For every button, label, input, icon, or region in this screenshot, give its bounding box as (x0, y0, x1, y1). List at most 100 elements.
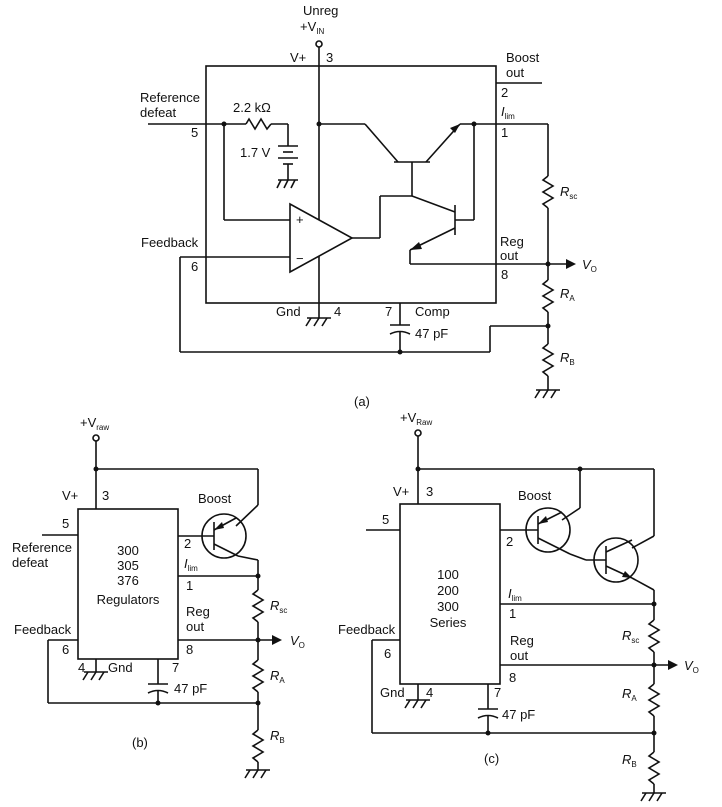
resistor-ra-c (647, 683, 661, 717)
pin5-b: 5 (62, 516, 69, 531)
cap-label-a: 47 pF (415, 326, 448, 341)
vin-terminal (315, 40, 323, 48)
pin5-a: 5 (191, 125, 198, 140)
ground-symbol-ref (276, 179, 298, 189)
vo-arrow-c (668, 660, 678, 670)
resistor-rb-a (541, 343, 555, 377)
ground-symbol-c (404, 699, 430, 709)
vplus-label-a: V+ (290, 50, 306, 65)
reg-out-label-1-a: Reg (500, 234, 524, 249)
rb-label-c: RB (622, 752, 637, 769)
rb-label-b: RB (270, 728, 285, 745)
ground-symbol-a (305, 317, 331, 327)
battery-1v7 (278, 145, 298, 165)
resistor-rsc-b (251, 589, 265, 623)
panel-a-circuit: + − (140, 3, 597, 409)
pin8-c: 8 (509, 670, 516, 685)
error-amplifier (289, 202, 354, 274)
boost-label-b: Boost (198, 491, 232, 506)
panel-c-chip-box (399, 503, 501, 685)
boost-label-c: Boost (518, 488, 552, 503)
rsc-label-a: Rsc (560, 184, 577, 201)
rsc-label-b: Rsc (270, 598, 287, 615)
caption-b: (b) (132, 735, 148, 750)
ground-symbol-rb-c (640, 792, 666, 802)
vplus-label-b: V+ (62, 488, 78, 503)
chip-b-line-4: Regulators (97, 592, 160, 607)
pin6-b: 6 (62, 642, 69, 657)
chip-c-line-2: 200 (437, 583, 459, 598)
vraw-label-b: +Vraw (80, 415, 109, 432)
ground-symbol-rb-b (244, 769, 270, 779)
chip-c-line-3: 300 (437, 599, 459, 614)
chip-c-line-4: Series (430, 615, 467, 630)
pin5-c: 5 (382, 512, 389, 527)
reg-out-label-2-b: out (186, 619, 204, 634)
cap-label-c: 47 pF (502, 707, 535, 722)
reference-label-1-b: Reference (12, 540, 72, 555)
pin4-a: 4 (334, 304, 341, 319)
vraw-label-c: +VRaw (400, 410, 432, 427)
vraw-terminal-c (414, 429, 422, 437)
sense-transistor (409, 124, 475, 264)
gnd-label-a: Gnd (276, 304, 301, 319)
feedback-label-a: Feedback (141, 235, 199, 250)
pin2-c: 2 (506, 534, 513, 549)
pin8-a: 8 (501, 267, 508, 282)
resistor-rb-c (647, 751, 661, 785)
ra-label-b: RA (270, 668, 285, 685)
gnd-label-c: Gnd (380, 685, 405, 700)
resistor-ra-a (541, 279, 555, 313)
resistor-value-label: 2.2 kΩ (233, 100, 271, 115)
rsc-label-c: Rsc (622, 628, 639, 645)
boost-out-label-1: Boost (506, 50, 540, 65)
resistor-ra-b (251, 659, 265, 693)
boost-out-label-2: out (506, 65, 524, 80)
vplus-label-c: V+ (393, 484, 409, 499)
vo-arrow-b (272, 635, 282, 645)
panel-b-chip-box (77, 508, 179, 660)
resistor-rsc-c (647, 619, 661, 653)
reg-out-label-2-a: out (500, 248, 518, 263)
reg-out-label-1-c: Reg (510, 633, 534, 648)
vin-label: +VIN (300, 19, 324, 36)
cap-label-b: 47 pF (174, 681, 207, 696)
reference-label-1: Reference (140, 90, 200, 105)
feedback-label-c: Feedback (338, 622, 396, 637)
panel-c-circuit: +VRaw V+ 3 Boost 5 2 Ilim 1 100 200 300 … (338, 410, 699, 802)
caption-c: (c) (484, 751, 499, 766)
pin6-c: 6 (384, 646, 391, 661)
resistor-rsc-a (541, 175, 555, 209)
gnd-label-b: Gnd (108, 660, 133, 675)
resistor-2k2 (245, 117, 272, 131)
boost-transistor-c1 (525, 507, 571, 555)
panel-b-circuit: +Vraw V+ 3 Boost 5 Reference defeat 2 Il… (12, 415, 305, 779)
pin3-c: 3 (426, 484, 433, 499)
vo-arrow-a (566, 259, 576, 269)
ilim-label-c: Ilim (508, 586, 522, 603)
pin7-a: 7 (385, 304, 392, 319)
ground-symbol-b (82, 671, 108, 681)
chip-b-line-2: 305 (117, 558, 139, 573)
pin6-a: 6 (191, 259, 198, 274)
vo-label-a: VO (582, 257, 597, 274)
pin3-a: 3 (326, 50, 333, 65)
opamp-minus: − (296, 251, 304, 266)
pin1-b: 1 (186, 578, 193, 593)
vo-label-c: VO (684, 658, 699, 675)
pin7-b: 7 (172, 660, 179, 675)
unreg-label: Unreg (303, 3, 338, 18)
ilim-label-a: Ilim (501, 104, 515, 121)
chip-c-line-1: 100 (437, 567, 459, 582)
battery-value-label: 1.7 V (240, 145, 271, 160)
ground-symbol-rb-a (534, 389, 560, 399)
reference-label-2-b: defeat (12, 555, 49, 570)
chip-b-line-3: 376 (117, 573, 139, 588)
chip-b-line-1: 300 (117, 543, 139, 558)
rb-label-a: RB (560, 350, 575, 367)
comp-label-a: Comp (415, 304, 450, 319)
pin1-c: 1 (509, 606, 516, 621)
ilim-label-b: Ilim (184, 556, 198, 573)
reg-out-label-2-c: out (510, 648, 528, 663)
